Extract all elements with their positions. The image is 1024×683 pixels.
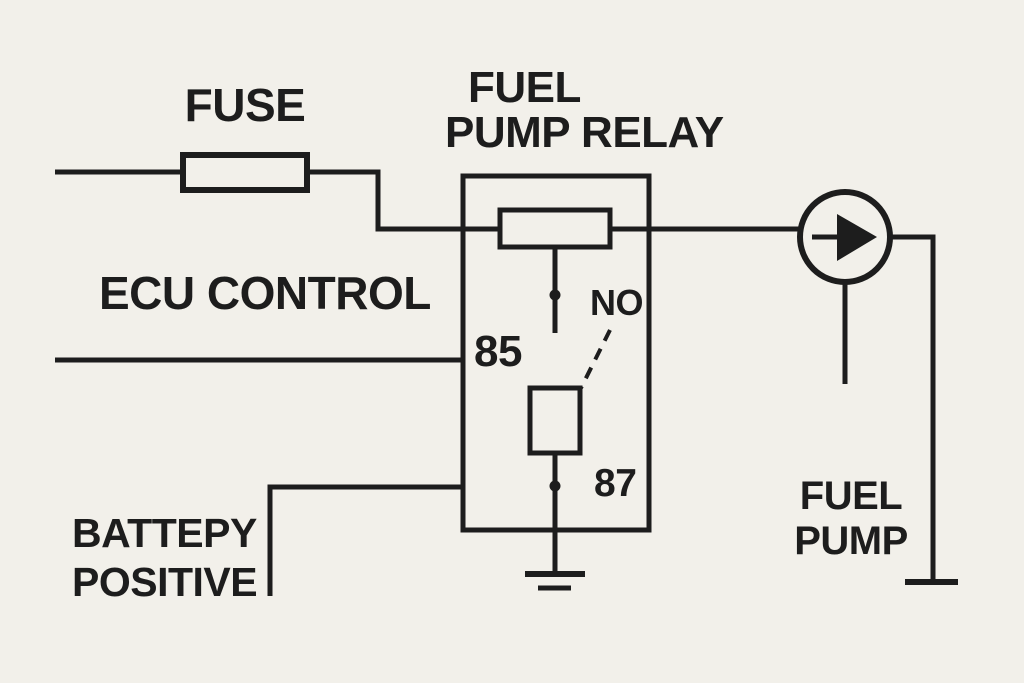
- junction-dot: [549, 289, 561, 301]
- battery-label-line1: BATTEPY: [72, 510, 257, 556]
- battery-positive-wire: [267, 484, 463, 596]
- supply-wire: [55, 169, 502, 232]
- battery-label-line2: POSITIVE: [72, 559, 258, 605]
- relay-title-line1: FUEL: [468, 63, 581, 112]
- fuse-icon: [180, 152, 310, 193]
- no-contact-label: NO: [590, 282, 644, 323]
- pump-output-wire: [890, 234, 958, 585]
- fuel-pump-label: FUEL PUMP: [791, 474, 911, 564]
- relay-no-contact-icon: [527, 329, 612, 574]
- ground-icon: [525, 571, 585, 591]
- fuel-pump-label-line2: PUMP: [794, 519, 908, 563]
- junction-dot: [549, 480, 561, 492]
- pin-85-label: 85: [474, 327, 522, 376]
- relay-title-line2: PUMP RELAY: [445, 108, 724, 157]
- fuse-label: FUSE: [184, 79, 306, 131]
- pin-87-label: 87: [594, 462, 637, 505]
- ecu-control-label: ECU CONTROL: [99, 267, 431, 319]
- no-dashed-line: [579, 329, 612, 389]
- pump-arrow-icon: [797, 189, 893, 384]
- battery-positive-label: BATTEPY POSITIVE: [72, 509, 258, 607]
- fuel-pump-label-line1: FUEL: [799, 474, 903, 518]
